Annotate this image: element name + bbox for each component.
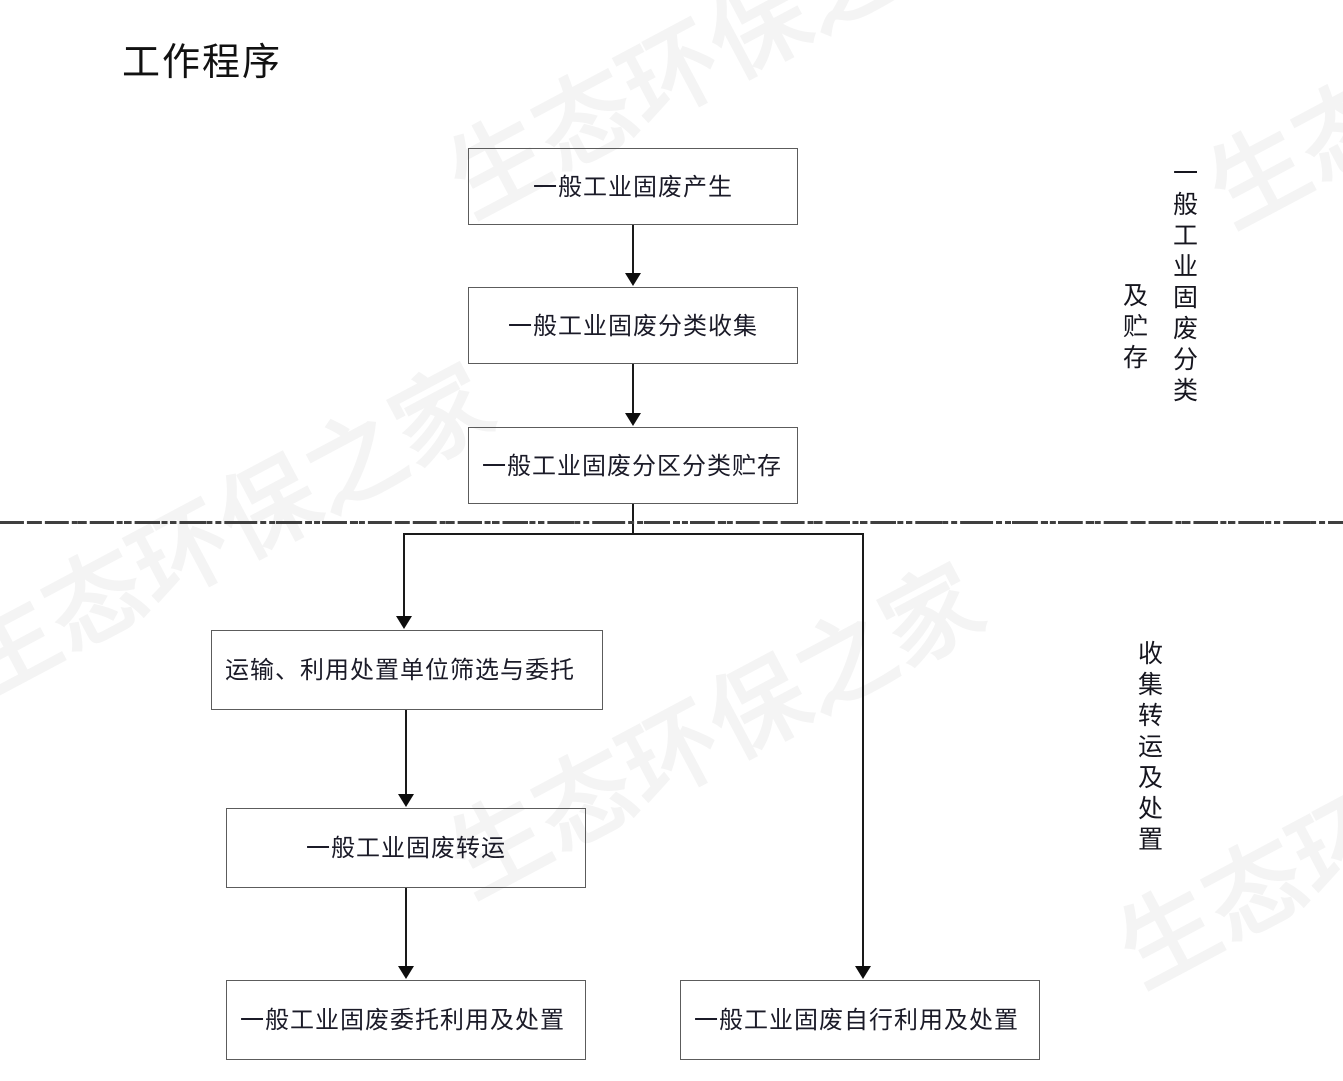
arrowhead-n5-n6 <box>398 966 414 979</box>
side-label-classification: 一般工业固废分类 <box>1169 160 1199 408</box>
flow-node-label: 一般工业固废自行利用及处置 <box>694 1006 1019 1034</box>
flow-node-vendor-selection[interactable]: 运输、利用处置单位筛选与委托 <box>211 630 603 710</box>
flow-node-label: 一般工业固废分类收集 <box>508 311 758 340</box>
flow-node-self-disposal[interactable]: 一般工业固废自行利用及处置 <box>680 980 1040 1060</box>
connector-n2-n3 <box>632 364 634 415</box>
flow-node-entrusted-disposal[interactable]: 一般工业固废委托利用及处置 <box>226 980 586 1060</box>
connector-n3-split <box>632 504 634 535</box>
flow-node-transfer[interactable]: 一般工业固废转运 <box>226 808 586 888</box>
connector-split-bus <box>403 533 864 535</box>
section-separator <box>0 521 1343 524</box>
arrowhead-n1-n2 <box>625 273 641 286</box>
connector-split-left <box>403 533 405 616</box>
connector-n5-n6 <box>405 888 407 967</box>
watermark-text: 生态环保之家 <box>1190 0 1343 249</box>
connector-n1-n2 <box>632 225 634 275</box>
page-title: 工作程序 <box>122 40 283 84</box>
flow-node-label: 一般工业固废产生 <box>533 172 733 201</box>
arrowhead-split-n7 <box>855 966 871 979</box>
arrowhead-n2-n3 <box>625 413 641 426</box>
flow-node-zoned-storage[interactable]: 一般工业固废分区分类贮存 <box>468 427 798 504</box>
connector-n4-n5 <box>405 710 407 795</box>
side-label-collection-disposal: 收集转运及处置 <box>1134 640 1164 857</box>
flow-node-label: 运输、利用处置单位筛选与委托 <box>225 656 575 684</box>
flow-node-sorted-collection[interactable]: 一般工业固废分类收集 <box>468 287 798 364</box>
side-label-storage: 及贮存 <box>1119 282 1149 375</box>
flow-node-label: 一般工业固废转运 <box>306 834 506 862</box>
flow-node-waste-generation[interactable]: 一般工业固废产生 <box>468 148 798 225</box>
arrowhead-split-n4 <box>396 616 412 629</box>
flow-node-label: 一般工业固废委托利用及处置 <box>240 1006 565 1034</box>
flow-node-label: 一般工业固废分区分类贮存 <box>482 451 782 480</box>
arrowhead-n4-n5 <box>398 794 414 807</box>
connector-split-right <box>862 533 864 966</box>
